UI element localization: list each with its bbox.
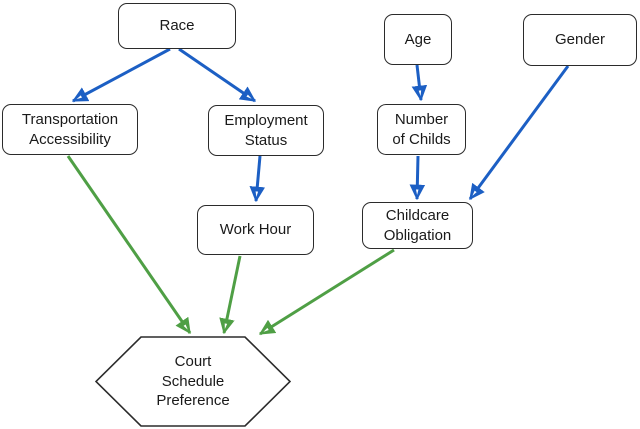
edge-age-to-number-of-childs [411, 64, 428, 102]
node-number-of-childs[interactable]: Number of Childs [377, 104, 466, 155]
node-work-hour[interactable]: Work Hour [197, 205, 314, 255]
node-court-schedule-preference[interactable]: Court Schedule Preference [95, 336, 291, 427]
edge-employment-to-work-hour [249, 155, 266, 203]
hexagon-outline [95, 336, 291, 427]
edge-work-hour-to-court-preference [219, 255, 242, 335]
node-transportation-accessibility-label: Transportation Accessibility [21, 111, 119, 148]
edge-childcare-to-court-preference [258, 248, 395, 336]
node-transportation-accessibility[interactable]: Transportation Accessibility [2, 104, 138, 155]
node-employment-status-label: Employment Status [224, 112, 308, 149]
edges-group [66, 47, 570, 336]
edge-number-of-childs-to-childcare [409, 155, 426, 201]
node-number-of-childs-label: Number of Childs [392, 111, 451, 148]
node-childcare-obligation-label: Childcare Obligation [383, 207, 452, 244]
node-age[interactable]: Age [384, 14, 452, 65]
node-race-label: Race [159, 17, 195, 35]
edge-gender-to-childcare [468, 65, 570, 201]
node-work-hour-label: Work Hour [219, 221, 292, 239]
node-childcare-obligation[interactable]: Childcare Obligation [362, 202, 473, 249]
node-race[interactable]: Race [118, 3, 236, 49]
node-gender-label: Gender [554, 31, 606, 49]
edge-transportation-to-court-preference [66, 155, 192, 335]
node-employment-status[interactable]: Employment Status [208, 105, 324, 156]
edge-race-to-employment [178, 47, 257, 103]
node-gender[interactable]: Gender [523, 14, 637, 66]
node-court-schedule-preference-label: Court Schedule Preference [156, 353, 230, 410]
edge-race-to-transportation [71, 47, 171, 103]
node-age-label: Age [404, 30, 432, 48]
